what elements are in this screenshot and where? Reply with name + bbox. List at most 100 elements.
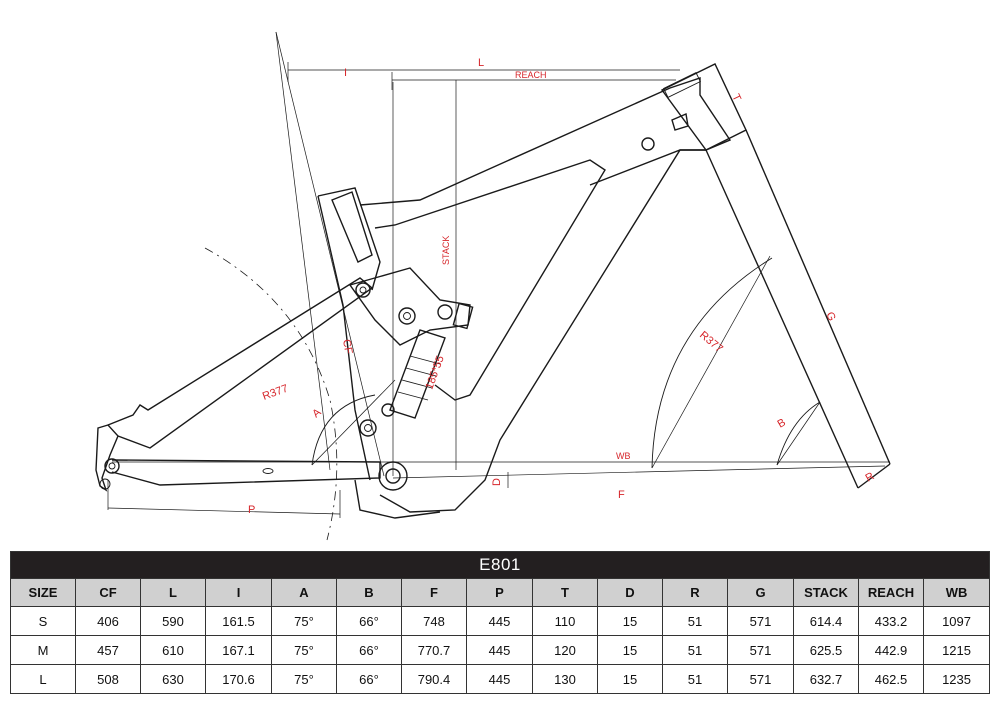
a-line: [311, 379, 396, 466]
p-line: [107, 507, 341, 515]
header-wb: WB: [922, 578, 991, 607]
cell-l: 590: [140, 606, 206, 636]
cell-cf: 406: [75, 606, 141, 636]
fork-left: [705, 149, 859, 489]
down-tube-lower: [379, 149, 706, 513]
fork-end: [857, 463, 891, 489]
geometry-table: E801 SIZE CF L I A B F P T D R G STACK R…: [9, 551, 991, 694]
rear-shock-body: [389, 329, 446, 419]
label-p: P: [248, 504, 255, 516]
header-size: SIZE: [10, 578, 76, 607]
cell-b: 66°: [336, 635, 402, 665]
angle-arc-b: [776, 401, 821, 466]
cell-t: 130: [532, 664, 598, 694]
cell-t: 120: [532, 635, 598, 665]
frame-bolt: [671, 113, 689, 131]
header-f: F: [401, 578, 467, 607]
label-cf: CF: [340, 338, 354, 355]
header-stack: STACK: [793, 578, 859, 607]
table-title-row: E801: [9, 551, 991, 579]
f-line: [392, 465, 886, 479]
cell-t: 110: [532, 606, 598, 636]
cell-l: 630: [140, 664, 206, 694]
cell-b: 66°: [336, 664, 402, 694]
cell-a: 75°: [271, 635, 337, 665]
cell-wb: 1097: [922, 606, 991, 636]
header-reach: REACH: [858, 578, 924, 607]
dropout: [95, 424, 119, 492]
cell-d: 15: [597, 635, 663, 665]
label-shock: 185*55: [424, 354, 447, 391]
rocker-link: [348, 267, 471, 346]
header-a: A: [271, 578, 337, 607]
label-a: A: [310, 406, 324, 420]
right-r377-line: [651, 255, 771, 469]
label-d: D: [491, 478, 503, 486]
header-r: R: [662, 578, 728, 607]
cell-a: 75°: [271, 664, 337, 694]
rear-shock-spring: [397, 355, 441, 401]
cell-f: 790.4: [401, 664, 467, 694]
seat-tube-line: [275, 31, 331, 471]
seat-angle-line: [275, 31, 385, 477]
cell-wb: 1235: [922, 664, 991, 694]
label-t: T: [729, 92, 743, 103]
seat-stay: [107, 277, 374, 449]
cell-stack: 614.4: [793, 606, 859, 636]
cell-r: 51: [662, 635, 728, 665]
label-l: L: [478, 57, 484, 69]
cell-g: 571: [727, 606, 794, 636]
header-l: L: [140, 578, 206, 607]
cell-p: 445: [466, 664, 533, 694]
label-stack: STACK: [441, 236, 451, 265]
p-ticks: [107, 480, 341, 518]
b-line: [776, 401, 821, 466]
table-row: L 508 630 170.6 75° 66° 790.4 445 130 15…: [10, 664, 991, 694]
cell-d: 15: [597, 606, 663, 636]
label-wb: WB: [616, 451, 631, 461]
seat-collar: [331, 191, 373, 263]
cell-i: 161.5: [205, 606, 272, 636]
chain-stay: [111, 459, 381, 486]
head-tube: [660, 63, 747, 151]
table-title: E801: [9, 551, 991, 579]
cell-p: 445: [466, 606, 533, 636]
cell-i: 170.6: [205, 664, 272, 694]
lower-link-pivot: [359, 419, 377, 437]
bb-area: [354, 479, 441, 519]
rocker-pivot-2: [398, 307, 416, 325]
lower-link-pivot-inner: [364, 424, 372, 432]
header-t: T: [532, 578, 598, 607]
main-triangle-inner: [374, 159, 606, 401]
rear-axle-inner: [108, 462, 116, 470]
header-g: G: [727, 578, 794, 607]
label-f: F: [618, 489, 625, 501]
cell-p: 445: [466, 635, 533, 665]
label-r377-right: R377: [697, 329, 725, 355]
label-r377-left: R377: [261, 383, 290, 403]
label-reach: REACH: [515, 70, 547, 80]
cell-wb: 1215: [922, 635, 991, 665]
cell-g: 571: [727, 635, 794, 665]
label-b: B: [776, 417, 788, 431]
shock-mount-bottom: [381, 403, 395, 417]
cell-r: 51: [662, 606, 728, 636]
cell-a: 75°: [271, 606, 337, 636]
header-d: D: [597, 578, 663, 607]
cable-port: [641, 137, 655, 151]
cell-g: 571: [727, 664, 794, 694]
cell-stack: 632.7: [793, 664, 859, 694]
line-i-tick: [287, 62, 393, 90]
shock-mount-top: [437, 304, 453, 320]
cell-cf: 457: [75, 635, 141, 665]
rocker-pivot-1: [355, 282, 371, 298]
chain-stay-slot: [262, 468, 274, 474]
label-g: G: [823, 310, 837, 323]
cell-size: S: [10, 606, 76, 636]
table-row: S 406 590 161.5 75° 66° 748 445 110 15 5…: [10, 606, 991, 636]
header-b: B: [336, 578, 402, 607]
cell-r: 51: [662, 664, 728, 694]
rear-axle-circle: [104, 458, 120, 474]
label-i: I: [344, 67, 347, 79]
headset-cup: [663, 72, 701, 98]
